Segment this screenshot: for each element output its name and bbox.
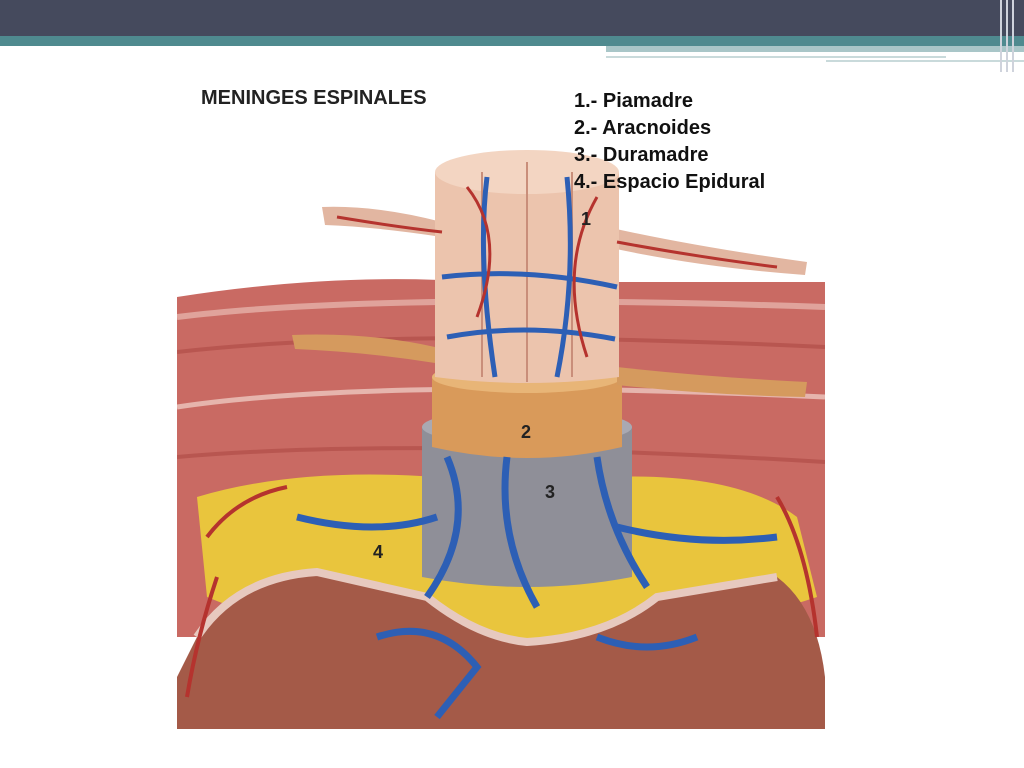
slide-corner-line [1006, 0, 1008, 72]
slide-accent-light-bar [606, 46, 1024, 52]
slide-accent-line-secondary [826, 60, 1024, 62]
slide-corner-line [1012, 0, 1014, 72]
slide-accent-line [606, 56, 946, 58]
spinal-arteries [336, 186, 778, 358]
nerve-root-left-lower [292, 334, 435, 363]
bone-cortex [193, 567, 778, 647]
marker-1: 1 [581, 209, 592, 229]
vertebral-bone [177, 572, 825, 729]
marker-2: 2 [521, 422, 532, 442]
marker-4: 4 [373, 542, 384, 562]
slide-corner-line [1000, 0, 1002, 72]
legend-item-pia-mater: 1.- Piamadre [574, 90, 693, 112]
epidural-venous-plexus [296, 455, 778, 720]
figure-legend: 1.- Piamadre 2.- Aracnoides 3.- Duramadr… [574, 88, 765, 196]
spinal-meninges-illustration: MENINGES ESPINALES 1.- Piamadre 2.- Arac… [177, 77, 825, 729]
slide-accent-bar [0, 36, 1024, 46]
dura-mater [422, 427, 632, 587]
nerve-root-right-lower [617, 367, 807, 397]
slide-header-bar [0, 0, 1024, 36]
anatomy-drawing [177, 150, 825, 729]
marker-3: 3 [545, 482, 556, 502]
legend-item-epidural-space: 4.- Espacio Epidural [574, 171, 766, 193]
legend-item-arachnoid: 2.- Aracnoides [574, 117, 712, 139]
arachnoid-mater [432, 377, 622, 458]
figure-title: MENINGES ESPINALES [201, 87, 427, 109]
legend-item-dura-mater: 3.- Duramadre [574, 144, 709, 166]
nerve-root-right-upper [607, 227, 807, 275]
spinal-veins [441, 176, 618, 378]
segmental-arteries [185, 485, 819, 698]
nerve-root-left-upper [322, 206, 442, 237]
